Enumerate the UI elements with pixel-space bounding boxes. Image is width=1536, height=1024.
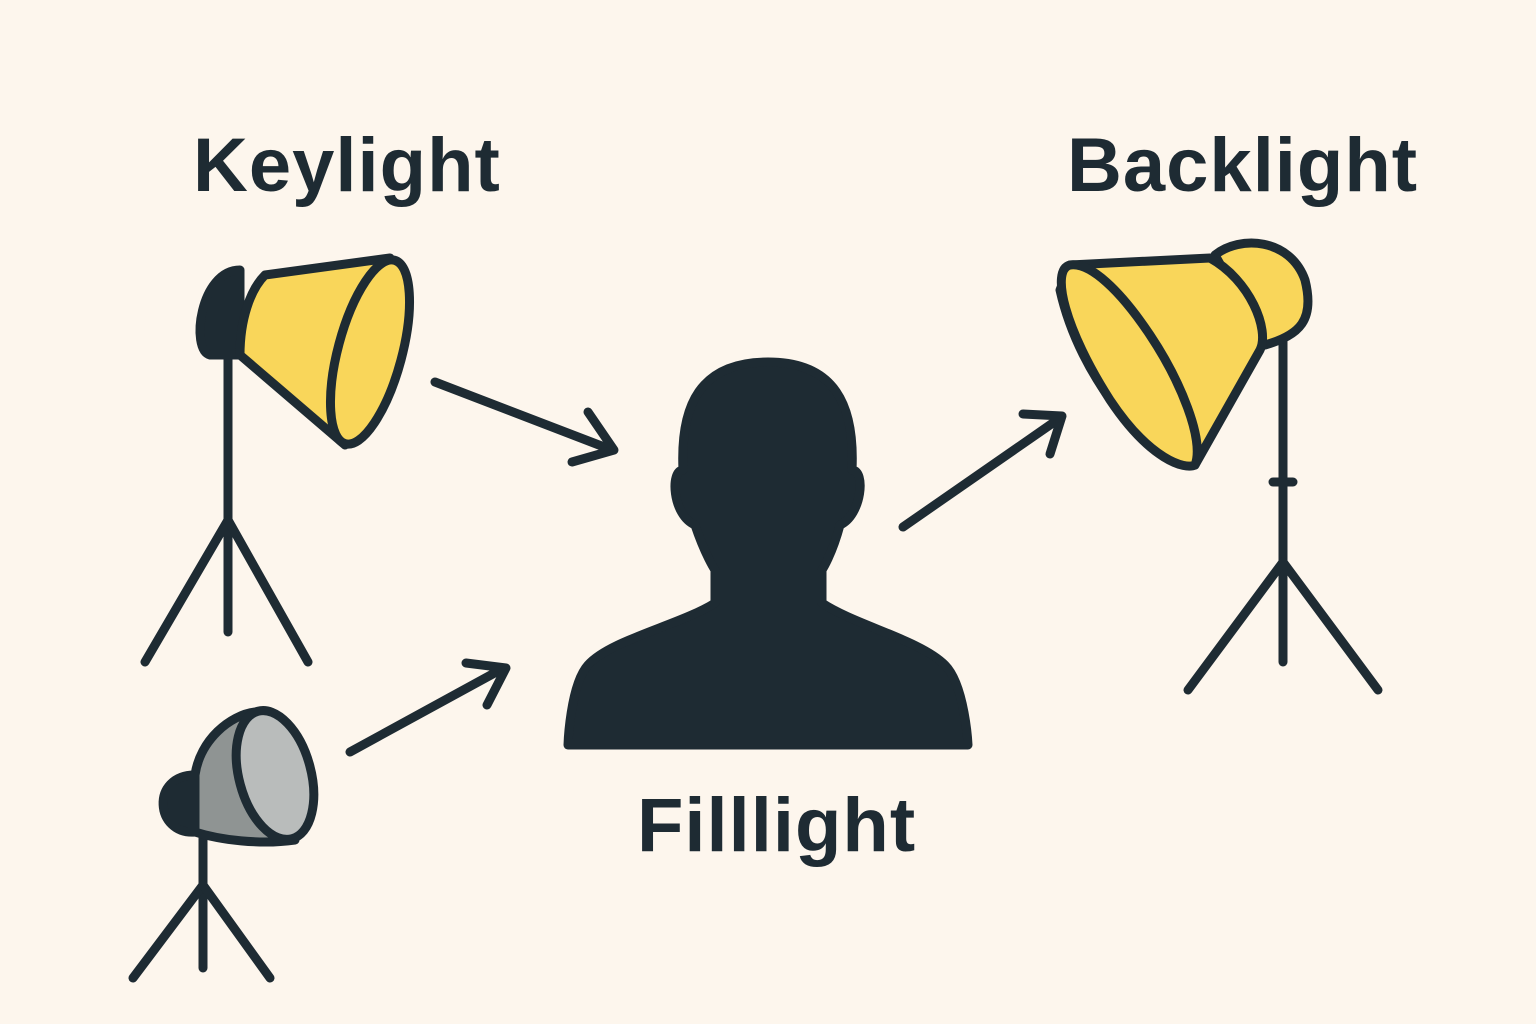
backlight-icon: [1055, 238, 1383, 695]
arrow-subject-to-backlight: [898, 409, 1067, 532]
keylight-label: Keylight: [193, 123, 501, 208]
keylight-icon: [140, 253, 414, 667]
arrow-keylight-to-subject: [430, 377, 619, 467]
arrow-filllight-to-subject: [345, 658, 511, 757]
filllight-icon: [128, 706, 319, 983]
filllight-label: Filllight: [637, 783, 917, 868]
person-silhouette-icon: [563, 357, 973, 750]
backlight-label: Backlight: [1067, 123, 1419, 208]
